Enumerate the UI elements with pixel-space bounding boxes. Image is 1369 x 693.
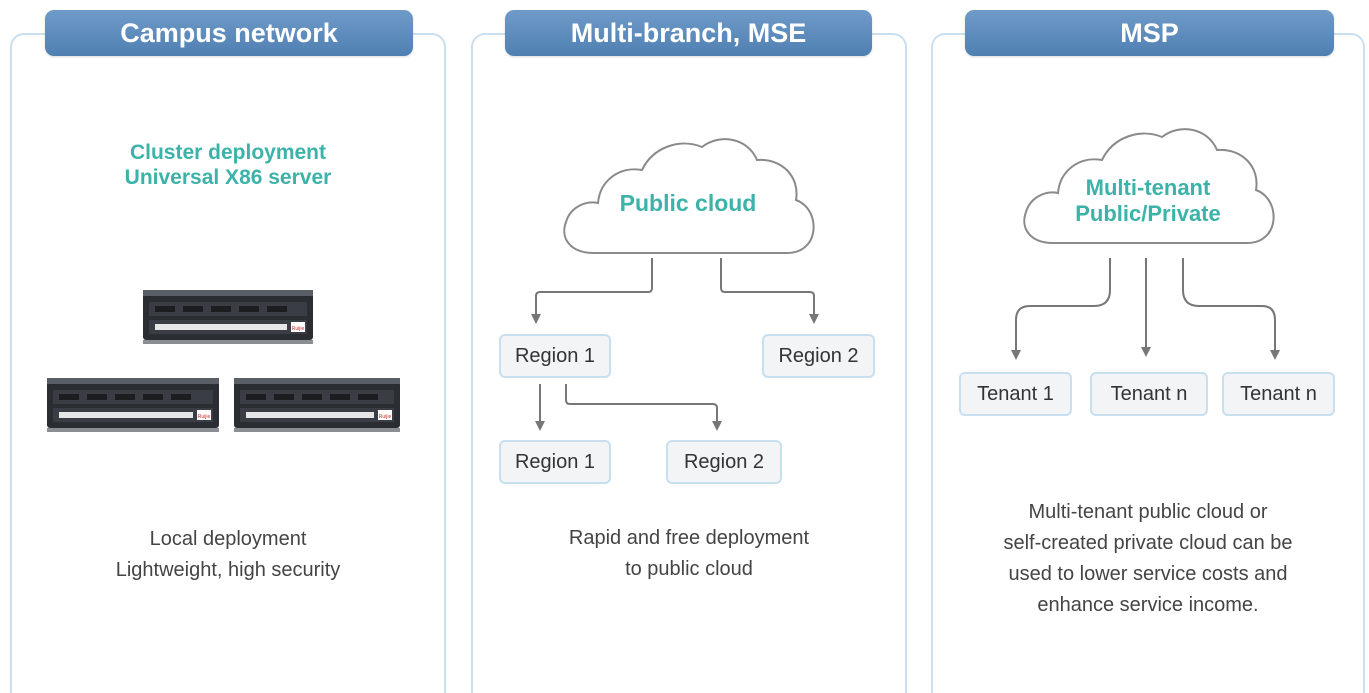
server-logo-right: Ruijie	[379, 414, 392, 420]
region-box-bottom-right: Region 2	[666, 440, 782, 484]
panel-campus	[10, 33, 446, 693]
public-cloud-label: Public cloud	[619, 190, 757, 216]
multibranch-desc-line2: to public cloud	[625, 558, 753, 580]
server-logo-left: Ruijie	[198, 414, 211, 420]
multi-tenant-cloud-icon	[1023, 128, 1275, 244]
campus-heading-line1: Cluster deployment	[129, 141, 327, 164]
campus-desc-line2: Lightweight, high security	[115, 559, 341, 581]
campus-desc-line1: Local deployment	[149, 528, 307, 550]
server-icon-top: Ruijie	[143, 290, 313, 344]
public-cloud-icon	[563, 138, 815, 254]
multibranch-diagram	[531, 128, 1280, 431]
multi-tenant-cloud-line1: Multi-tenant	[1085, 175, 1211, 200]
connector-cloud-to-tenant1	[1011, 258, 1111, 360]
region-box-top-right: Region 2	[762, 334, 875, 378]
connector-cloud-to-tenantn-right	[1182, 258, 1280, 360]
tab-multi-branch-mse: Multi-branch, MSE	[505, 10, 872, 56]
tenant-box-1: Tenant 1	[959, 372, 1072, 416]
server-logo-top: Ruijie	[292, 326, 305, 332]
region-box-top-left: Region 1	[499, 334, 611, 378]
multibranch-desc-line1: Rapid and free deployment	[568, 527, 810, 549]
msp-desc-line4: enhance service income.	[1037, 594, 1259, 616]
tab-campus-network: Campus network	[45, 10, 413, 56]
msp-desc-line1: Multi-tenant public cloud or	[1028, 501, 1268, 523]
tenant-box-2: Tenant n	[1090, 372, 1208, 416]
multi-tenant-cloud-line2: Public/Private	[1075, 201, 1221, 226]
campus-heading-line2: Universal X86 server	[124, 166, 332, 189]
connector-cloud-to-region1	[531, 258, 653, 324]
tenant-box-3: Tenant n	[1222, 372, 1335, 416]
msp-desc-line3: used to lower service costs and	[1008, 563, 1288, 585]
server-icon-right: Ruijie	[234, 378, 400, 432]
server-icon-left: Ruijie	[47, 378, 219, 432]
region-box-bottom-left: Region 1	[499, 440, 611, 484]
connector-cloud-to-region2	[720, 258, 819, 324]
tab-msp: MSP	[965, 10, 1334, 56]
msp-desc-line2: self-created private cloud can be	[1003, 532, 1293, 554]
connector-region1-to-region2b	[565, 384, 722, 431]
